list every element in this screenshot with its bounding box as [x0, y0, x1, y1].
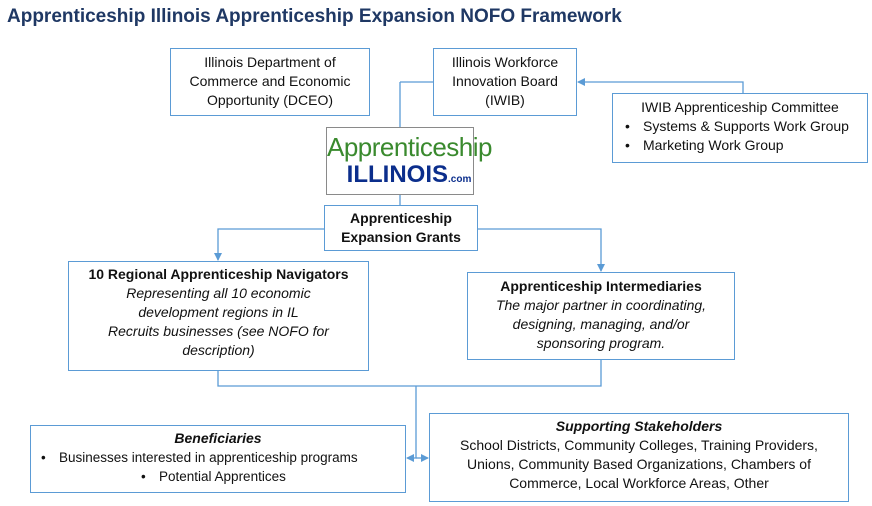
- stakeholders-line-1: School Districts, Community Colleges, Tr…: [460, 437, 818, 453]
- navigators-line-3: Recruits businesses (see NOFO for: [108, 323, 329, 339]
- expansion-grants-box: Apprenticeship Expansion Grants: [324, 205, 478, 251]
- center-to-beneficiaries-arrow: [406, 386, 417, 462]
- iwib-line-2: Innovation Board: [452, 73, 558, 89]
- iwib-line-1: Illinois Workforce: [451, 54, 559, 70]
- intermediaries-heading: Apprenticeship Intermediaries: [500, 278, 702, 294]
- iwib-line-3: (IWIB): [485, 92, 525, 108]
- stakeholders-heading: Supporting Stakeholders: [555, 418, 723, 434]
- intermediaries-line-2: designing, managing, and/or: [512, 316, 690, 332]
- dceo-line-3: Opportunity (DCEO): [206, 92, 334, 108]
- beneficiaries-item: Potential Apprentices: [135, 467, 401, 486]
- navigators-down-line: [217, 360, 602, 387]
- dceo-line-1: Illinois Department of: [204, 54, 336, 70]
- supporting-stakeholders-box: Supporting Stakeholders School Districts…: [429, 413, 849, 502]
- grants-to-navigators-arrow: [214, 228, 324, 261]
- iwib-committee-box: IWIB Apprenticeship Committee Systems & …: [612, 93, 868, 163]
- beneficiaries-heading: Beneficiaries: [174, 430, 262, 446]
- beneficiaries-box: Beneficiaries Businesses interested in a…: [30, 425, 406, 493]
- grants-to-intermediaries-arrow: [478, 228, 605, 272]
- committee-item: Marketing Work Group: [619, 136, 861, 155]
- logo-illinois-text: ILLINOIS: [346, 161, 448, 188]
- navigators-line-1: Representing all 10 economic: [126, 285, 311, 301]
- committee-to-iwib-arrow: [577, 78, 744, 93]
- committee-item: Systems & Supports Work Group: [619, 117, 861, 136]
- beneficiaries-list: Businesses interested in apprenticeship …: [35, 448, 401, 486]
- navigators-heading: 10 Regional Apprenticeship Navigators: [88, 266, 349, 282]
- navigators-line-2: development regions in IL: [138, 304, 299, 320]
- dceo-line-2: Commerce and Economic: [189, 73, 351, 89]
- apprenticeship-illinois-logo: Apprenticeship ILLINOIS.com: [326, 127, 493, 195]
- stakeholders-line-3: Commerce, Local Workforce Areas, Other: [509, 475, 769, 491]
- page-title: Apprenticeship Illinois Apprenticeship E…: [7, 6, 622, 27]
- intermediaries-line-3: sponsoring program.: [536, 335, 666, 351]
- dceo-box: Illinois Department of Commerce and Econ…: [170, 48, 370, 116]
- iwib-box: Illinois Workforce Innovation Board (IWI…: [433, 48, 577, 116]
- stakeholders-line-2: Unions, Community Based Organizations, C…: [467, 456, 811, 472]
- regional-navigators-box: 10 Regional Apprenticeship Navigators Re…: [68, 261, 369, 371]
- grants-line-1: Apprenticeship: [350, 210, 452, 226]
- navigators-line-4: description): [182, 342, 255, 358]
- grants-line-2: Expansion Grants: [341, 229, 461, 245]
- committee-list: Systems & Supports Work Group Marketing …: [619, 117, 861, 155]
- beneficiaries-item: Businesses interested in apprenticeship …: [35, 448, 401, 467]
- committee-heading: IWIB Apprenticeship Committee: [641, 99, 839, 115]
- intermediaries-box: Apprenticeship Intermediaries The major …: [467, 272, 735, 360]
- logo-suffix: .com: [448, 174, 472, 185]
- logo-wordmark-apprenticeship: Apprenticeship: [327, 132, 493, 162]
- logo-wordmark-illinois: ILLINOIS.com: [345, 162, 473, 193]
- intermediaries-line-1: The major partner in coordinating,: [495, 297, 707, 313]
